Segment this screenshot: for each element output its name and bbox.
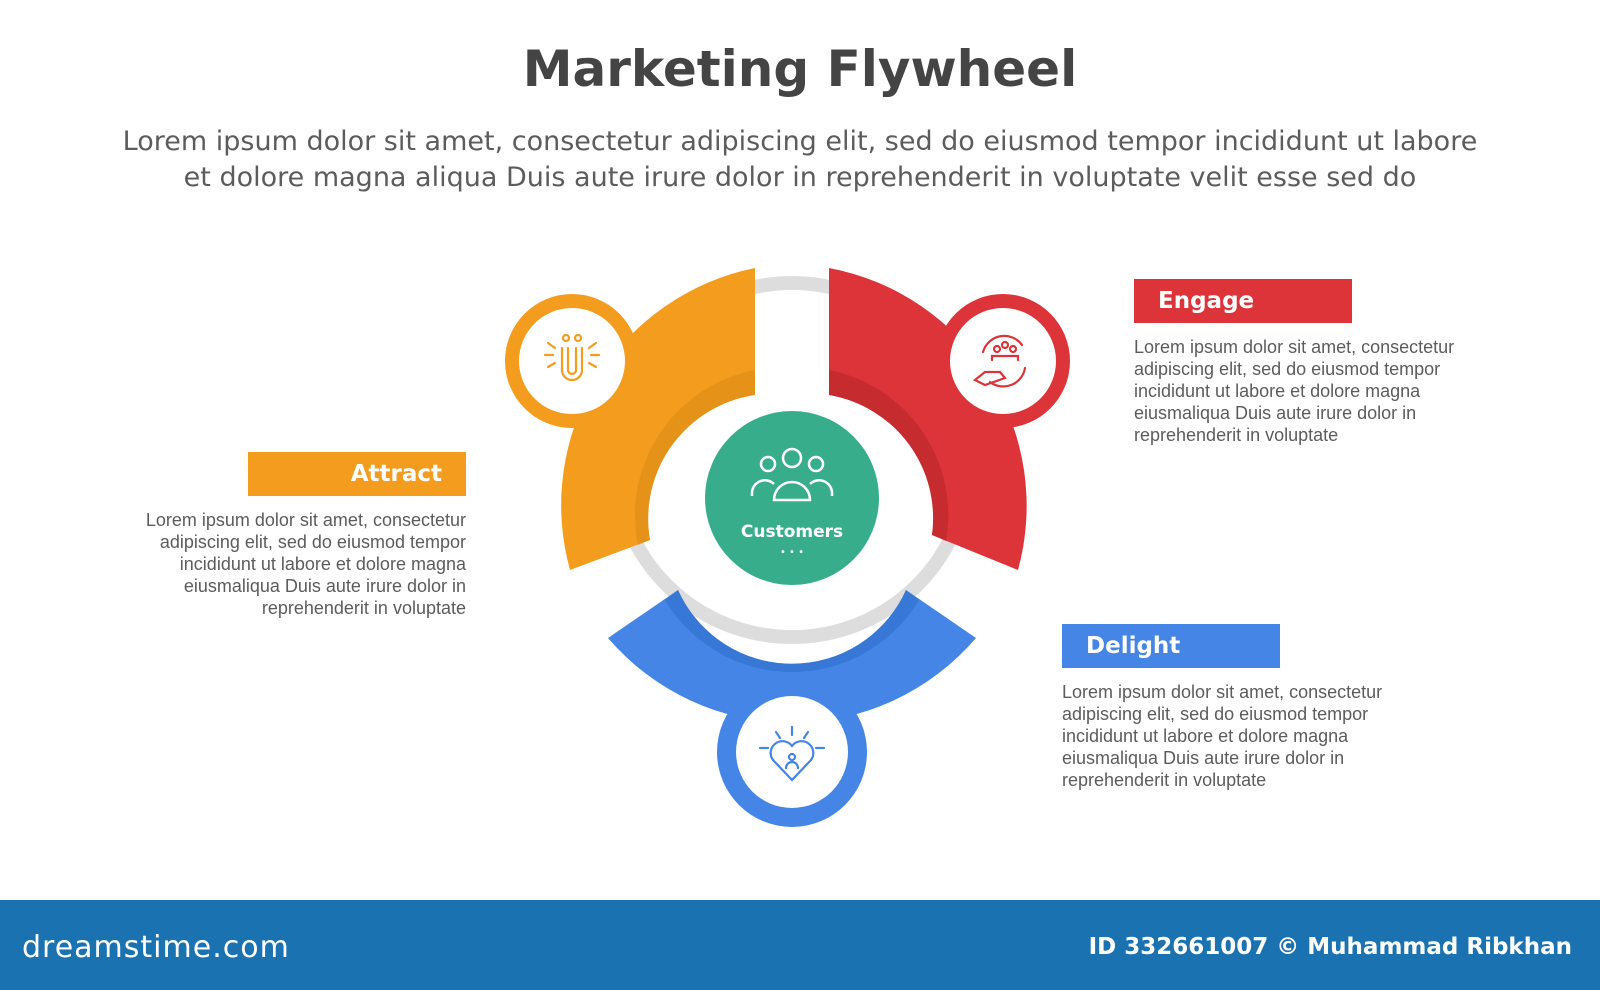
attract-desc-line: incididunt ut labore et dolore magna: [179, 554, 466, 574]
attract-arc-shade: [634, 370, 755, 545]
hand-cycle-icon: [972, 334, 1027, 388]
attract-desc-line: Lorem ipsum dolor sit amet, consectetur: [145, 510, 466, 530]
engage-segment: [829, 268, 1070, 570]
engage-desc-line: reprehenderit in voluptate: [1134, 425, 1339, 445]
subtitle-line-1: Lorem ipsum dolor sit amet, consectetur …: [122, 126, 1478, 157]
delight-desc-line: reprehenderit in voluptate: [1062, 770, 1267, 790]
attract-label: Attract: [350, 461, 442, 487]
delight-label: Delight: [1086, 633, 1181, 659]
delight-segment: [608, 590, 976, 827]
delight-description: Lorem ipsum dolor sit amet, consectetur …: [1062, 681, 1442, 791]
customers-icon: [750, 447, 834, 502]
delight-arc: [608, 590, 976, 723]
engage-label: Engage: [1158, 288, 1255, 314]
engage-badge-inner: [950, 308, 1056, 414]
customers-label: Customers: [741, 522, 843, 542]
delight-badge-inner: [736, 696, 848, 808]
attract-arc: [561, 268, 755, 570]
page-title: Marketing Flywheel: [522, 40, 1078, 98]
engage-description: Lorem ipsum dolor sit amet, consectetur …: [1134, 336, 1514, 446]
engage-desc-line: eiusmaliqua Duis aute irure dolor in: [1134, 403, 1417, 423]
engage-desc-line: incididunt ut labore et dolore magna: [1134, 381, 1421, 401]
engage-arc-shade: [829, 370, 949, 541]
delight-desc-line: eiusmaliqua Duis aute irure dolor in: [1062, 748, 1345, 768]
delight-label-bar: Delight: [1062, 624, 1280, 668]
customers-hub: [705, 411, 879, 585]
flywheel-diagram: Customers • • •: [505, 268, 1070, 827]
attract-desc-line: reprehenderit in voluptate: [261, 598, 466, 618]
attract-description: Lorem ipsum dolor sit amet, consectetur …: [86, 509, 466, 619]
footer-bar: dreamstime.com ID 332661007 © Muhammad R…: [0, 900, 1600, 990]
attract-desc-line: adipiscing elit, sed do eiusmod tempor: [159, 532, 466, 552]
customers-dots: • • •: [780, 547, 804, 558]
attract-segment: [505, 268, 755, 570]
engage-desc-line: Lorem ipsum dolor sit amet, consectetur: [1134, 337, 1455, 357]
engage-desc-line: adipiscing elit, sed do eiusmod tempor: [1134, 359, 1441, 379]
subtitle-line-2: et dolore magna aliqua Duis aute irure d…: [183, 162, 1417, 193]
footer-brand: dreamstime.com: [22, 930, 290, 965]
heart-person-icon: [758, 725, 826, 782]
delight-desc-line: incididunt ut labore et dolore magna: [1062, 726, 1349, 746]
delight-arc-shade: [665, 590, 919, 673]
delight-desc-line: Lorem ipsum dolor sit amet, consectetur: [1062, 682, 1383, 702]
footer-credit: ID 332661007 © Muhammad Ribkhan: [1088, 934, 1572, 960]
attract-badge-inner: [519, 308, 625, 414]
engage-label-bar: Engage: [1134, 279, 1352, 323]
attract-label-bar: Attract: [248, 452, 466, 496]
delight-desc-line: adipiscing elit, sed do eiusmod tempor: [1062, 704, 1369, 724]
page-subtitle: Lorem ipsum dolor sit amet, consectetur …: [60, 124, 1540, 196]
magnet-icon: [543, 333, 601, 382]
engage-arc: [829, 268, 1027, 570]
attract-desc-line: eiusmaliqua Duis aute irure dolor in: [183, 576, 466, 596]
